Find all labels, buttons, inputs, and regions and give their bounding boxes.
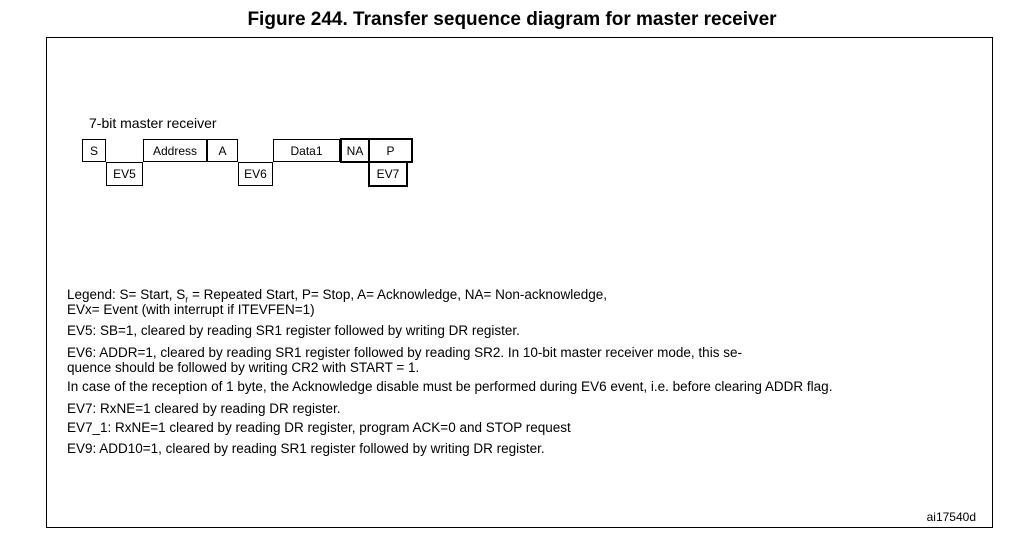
figure-frame [46, 37, 993, 528]
event-ev5: EV5 [106, 162, 143, 186]
legend-line-1b: = Repeated Start, P= Stop, A= Acknowledg… [188, 287, 607, 302]
legend-line-1a: Legend: S= Start, S [67, 287, 186, 302]
legend-ev6-b: quence should be followed by writing CR2… [67, 360, 420, 375]
figure-title: Figure 244. Transfer sequence diagram fo… [247, 9, 777, 30]
cell-ack: A [207, 139, 238, 162]
legend-line-1: Legend: S= Start, Sr = Repeated Start, P… [67, 287, 607, 308]
legend-line-2: EVx= Event (with interrupt if ITEVFEN=1) [67, 302, 315, 317]
cell-stop: P [368, 138, 413, 163]
cell-start: S [82, 139, 106, 162]
event-ev7: EV7 [368, 161, 408, 187]
legend-ev7: EV7: RxNE=1 cleared by reading DR regist… [67, 401, 341, 416]
legend-ev5: EV5: SB=1, cleared by reading SR1 regist… [67, 323, 520, 338]
legend-ev9: EV9: ADD10=1, cleared by reading SR1 reg… [67, 441, 545, 456]
cell-address: Address [143, 139, 207, 162]
legend-ev6-a: EV6: ADDR=1, cleared by reading SR1 regi… [67, 345, 742, 360]
event-ev6: EV6 [238, 162, 273, 186]
figure-id: ai17540d [926, 510, 976, 524]
legend-subscript-r: r [185, 294, 189, 305]
legend-ev7-1: EV7_1: RxNE=1 cleared by reading DR regi… [67, 420, 571, 435]
diagram-label: 7-bit master receiver [89, 115, 217, 131]
cell-data1: Data1 [273, 139, 340, 162]
cell-nack: NA [340, 138, 370, 163]
legend-ev6-c: In case of the reception of 1 byte, the … [67, 379, 833, 394]
